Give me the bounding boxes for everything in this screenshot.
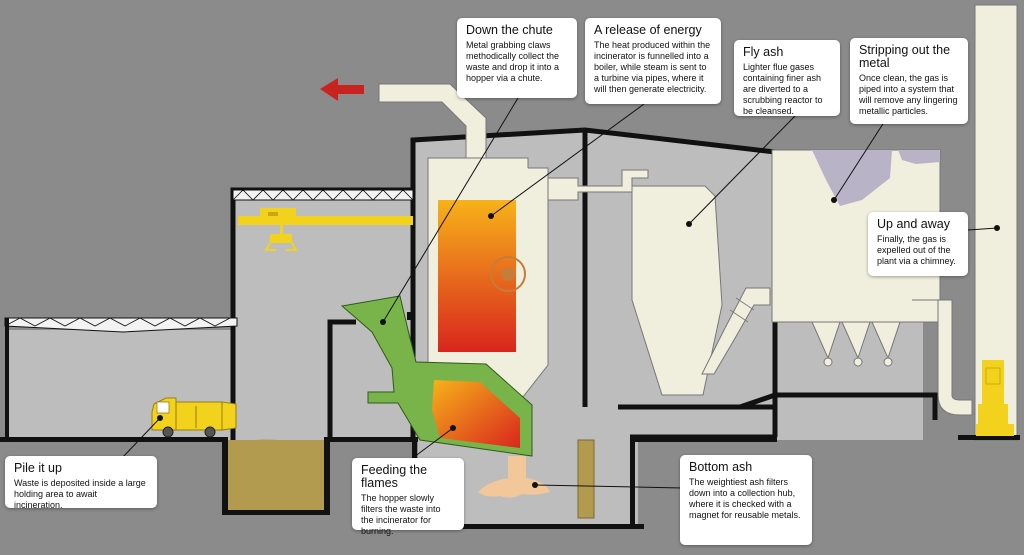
boiler [427,157,549,421]
callout-bottomash: Bottom ash The weightiest ash filters do… [680,455,812,545]
hopper [340,295,533,457]
leader-metal [833,115,889,201]
callout-leader-dots [157,197,1000,488]
exhaust-arrow [320,78,364,101]
callout-flames-body: The hopper slowly filters the waste into… [361,493,441,536]
leader-flyash [688,113,798,225]
callout-flames-title: Feeding the flames [361,463,428,490]
leader-away [967,227,998,231]
waste-pit [222,439,330,515]
crane [238,208,413,251]
leader-pile [121,417,161,459]
warehouse-truss [4,317,238,438]
callout-flyash-body: Lighter flue gases containing finer ash … [743,62,823,116]
callout-away-title: Up and away [877,217,950,231]
callout-chute-title: Down the chute [466,23,553,37]
fan-unit [976,360,1014,436]
callout-energy-body: The heat produced within the incinerator… [594,40,711,94]
callout-pile-title: Pile it up [14,461,62,475]
leader-flames [409,427,454,461]
callout-pile-body: Waste is deposited inside a large holdin… [14,478,146,510]
callout-metal: Stripping out the metal Once clean, the … [850,38,968,124]
ash-pile [478,478,550,498]
callout-metal-title: Stripping out the metal [859,43,951,70]
callout-flyash: Fly ash Lighter flue gases containing fi… [734,40,840,116]
callout-away: Up and away Finally, the gas is expelled… [868,212,968,276]
callout-flyash-title: Fly ash [743,45,784,59]
callout-away-body: Finally, the gas is expelled out of the … [877,234,956,266]
callout-chute-body: Metal grabbing claws methodically collec… [466,40,560,83]
garbage-truck [151,397,237,438]
callout-bottomash-title: Bottom ash [689,460,753,474]
callout-chute: Down the chute Metal grabbing claws meth… [457,18,577,98]
callout-metal-body: Once clean, the gas is piped into a syst… [859,73,958,116]
callout-energy: A release of energy The heat produced wi… [585,18,721,104]
crane-truss [232,189,414,201]
callout-energy-title: A release of energy [594,23,702,37]
callout-leaders [121,97,998,489]
ash-pipe [508,456,526,478]
leader-chute [382,97,519,323]
steam-pipe [547,169,649,201]
leader-energy [490,103,645,217]
callout-pile: Pile it up Waste is deposited inside a l… [5,456,157,510]
callout-bottomash-body: The weightiest ash filters down into a c… [689,477,801,520]
magnet [577,439,595,519]
callout-flames: Feeding the flames The hopper slowly fil… [352,458,464,536]
chimney-duct [912,299,973,416]
connecting-duct [701,287,771,375]
fly-ash-reactor [631,185,723,396]
leader-bottomash [534,484,683,489]
